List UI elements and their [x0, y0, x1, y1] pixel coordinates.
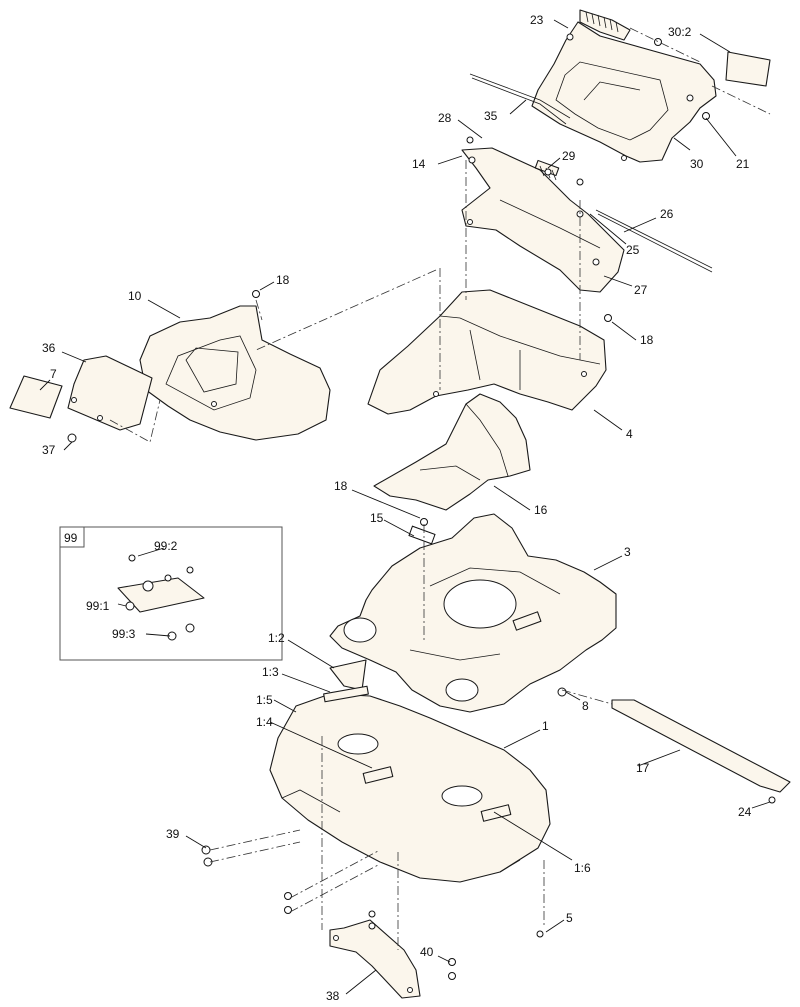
callout-15: 15 [370, 511, 384, 525]
leader-lines [39, 19, 771, 995]
callout-labels: 23 30:2 35 28 14 29 30 21 26 25 27 18 10… [42, 13, 752, 1003]
callout-30: 30 [690, 157, 704, 171]
callout-1-4: 1:4 [256, 715, 273, 729]
callout-1-5: 1:5 [256, 693, 273, 707]
callout-14: 14 [412, 157, 426, 171]
callout-4: 4 [626, 427, 633, 441]
callout-25: 25 [626, 243, 640, 257]
inset-99-tag: 99 [64, 531, 78, 545]
part-1-deck [269, 693, 551, 883]
part-38-bracket [329, 919, 421, 999]
callout-1-3: 1:3 [262, 665, 279, 679]
inset-99-labels: 99 99:2 99:1 99:3 [64, 531, 178, 641]
part-17-strip [611, 699, 791, 793]
callout-10: 10 [128, 289, 142, 303]
part-10-cover [139, 305, 331, 441]
part-3-frame [329, 513, 617, 713]
callout-37: 37 [42, 443, 56, 457]
fasteners [67, 38, 776, 980]
part-4-shroud [367, 289, 607, 415]
callout-27: 27 [634, 283, 648, 297]
callout-3: 3 [624, 545, 631, 559]
part-7-decal [9, 375, 63, 419]
callout-18b: 18 [640, 333, 654, 347]
callout-38: 38 [326, 989, 340, 1003]
callout-7: 7 [50, 367, 57, 381]
callout-24: 24 [738, 805, 752, 819]
callout-99-3: 99:3 [112, 627, 136, 641]
callout-5: 5 [566, 911, 573, 925]
callout-18c: 18 [334, 479, 348, 493]
callout-28: 28 [438, 111, 452, 125]
callout-29: 29 [562, 149, 576, 163]
callout-16: 16 [534, 503, 548, 517]
callout-36: 36 [42, 341, 56, 355]
callout-1-2: 1:2 [268, 631, 285, 645]
callout-8: 8 [582, 699, 589, 713]
callout-18a: 18 [276, 273, 290, 287]
part-36-plate [67, 355, 153, 431]
callout-35: 35 [484, 109, 498, 123]
callout-23: 23 [530, 13, 544, 27]
part-25-27-bracket [461, 147, 625, 293]
callout-39: 39 [166, 827, 180, 841]
callout-21: 21 [736, 157, 750, 171]
callout-1: 1 [542, 719, 549, 733]
callout-17: 17 [636, 761, 650, 775]
part-30-2-decal [725, 51, 771, 87]
part-35-rod [469, 73, 571, 125]
callout-26: 26 [660, 207, 674, 221]
part-1-2-decal [329, 659, 367, 691]
part-23-grip [579, 9, 631, 41]
alignment-lines [109, 27, 771, 950]
inset-99 [59, 526, 283, 661]
callout-30-2: 30:2 [668, 25, 692, 39]
part-26-rod [595, 209, 713, 273]
part-30-cover-plate [531, 21, 717, 163]
callout-1-6: 1:6 [574, 861, 591, 875]
callout-40: 40 [420, 945, 434, 959]
part-16-chute [373, 393, 531, 511]
callout-99-1: 99:1 [86, 599, 110, 613]
part-1-3-plate [323, 685, 369, 703]
callout-99-2: 99:2 [154, 539, 178, 553]
